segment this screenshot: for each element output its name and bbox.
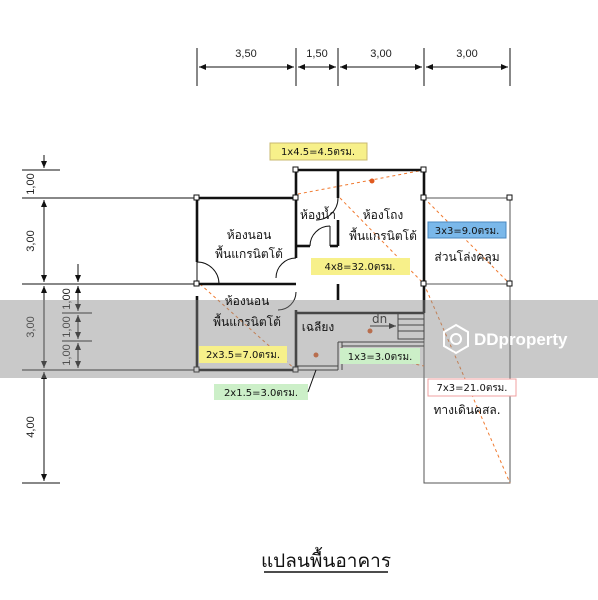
watermark-band <box>0 300 598 378</box>
bedroom2-label-line1: ห้องนอน <box>225 294 270 308</box>
door-swings <box>196 197 339 311</box>
stair <box>370 312 425 340</box>
watermark-logo-icon <box>443 323 469 355</box>
dim-inner-3: 1,00 <box>61 344 73 365</box>
area-tag-porch2: 2x1.5=3.0ตรม. <box>214 384 308 400</box>
bedroom2-label-line2: พื้นแกรนิตโต้ <box>213 313 281 329</box>
walkway-label: ทางเดินคสล. <box>433 403 500 417</box>
dim-left-4: 4,00 <box>25 416 37 437</box>
area-tag-bedroom2: 2x3.5=7.0ตรม. <box>199 346 287 363</box>
area-tag-top: 1x4.5=4.5ตรม. <box>269 142 368 161</box>
bathroom-label: ห้องน้ำ <box>300 206 336 222</box>
left-dimension-chain <box>22 155 196 484</box>
area-tag-covered-text: 3x3=9.0ตรม. <box>435 226 500 237</box>
area-tag-bedroom2-text: 2x3.5=7.0ตรม. <box>206 350 280 361</box>
porch2-leader <box>307 369 317 393</box>
area-tag-hall-text: 4x8=32.0ตรม. <box>325 262 396 273</box>
hall-label-line2: พื้นแกรนิตโต้ <box>349 227 417 243</box>
dim-inner-2: 1,00 <box>61 316 73 337</box>
area-tag-porch-text: 1x3=3.0ตรม. <box>348 352 413 363</box>
dim-inner-1: 1,00 <box>61 288 73 309</box>
dim-left-3: 3,00 <box>25 316 37 337</box>
dim-top-3: 3,00 <box>370 48 391 60</box>
area-tag-porch2-text: 2x1.5=3.0ตรม. <box>224 388 298 399</box>
dim-left-2: 3,00 <box>25 230 37 251</box>
area-tag-porch: 1x3=3.0ตรม. <box>340 348 420 364</box>
bedroom1-label-line1: ห้องนอน <box>227 228 272 242</box>
dim-top-1: 3,50 <box>235 48 256 60</box>
area-tag-hall: 4x8=32.0ตรม. <box>311 258 410 275</box>
dim-left-1: 1,00 <box>25 173 37 194</box>
dim-top-4: 3,00 <box>456 48 477 60</box>
watermark-text: DDproperty <box>474 330 568 349</box>
dim-top-2: 1,50 <box>306 48 327 60</box>
area-tag-top-text: 1x4.5=4.5ตรม. <box>281 147 355 158</box>
stair-dn-label: dn <box>372 312 387 326</box>
porch-label: เฉลียง <box>302 320 335 334</box>
area-tag-covered: 3x3=9.0ตรม. <box>427 221 507 239</box>
area-tag-walkway: 7x3=21.0ตรม. <box>427 378 517 397</box>
top-dimension-chain <box>196 48 511 86</box>
covered-area-label: ส่วนโล่งคลุม <box>434 250 499 265</box>
bedroom1-label-line2: พื้นแกรนิตโต้ <box>215 245 283 261</box>
left-inner-dimension-chain <box>62 264 92 368</box>
hall-label-line1: ห้องโถง <box>363 208 404 222</box>
plan-caption: แปลนพื้นอาคาร <box>261 547 391 572</box>
reference-dots <box>313 178 375 358</box>
area-tag-walkway-text: 7x3=21.0ตรม. <box>437 383 508 394</box>
corner-markers <box>193 166 513 373</box>
